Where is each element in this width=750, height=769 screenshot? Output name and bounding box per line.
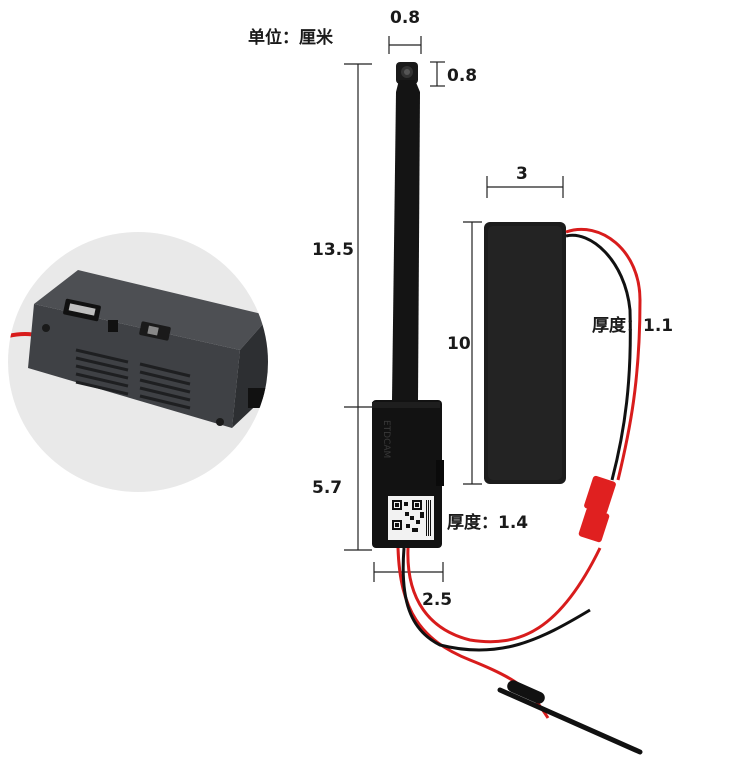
ribbon-cable <box>392 80 420 400</box>
battery-thickness-label: 厚度：1.1 <box>592 316 674 336</box>
battery-length-label: 10 <box>447 334 471 354</box>
module-thickness-label: 厚度：1.4 <box>447 513 529 533</box>
black-wire-module <box>401 547 591 652</box>
module-width-label: 2.5 <box>422 590 453 610</box>
connector-bottom <box>578 507 610 543</box>
antenna <box>497 687 643 755</box>
connector-top <box>584 475 616 515</box>
lens-height-label: 0.8 <box>447 66 478 86</box>
battery-width-label: 3 <box>516 164 528 184</box>
unit-label: 单位：厘米 <box>248 28 333 48</box>
inset-photo-enclosure <box>8 232 268 492</box>
module-length-label: 5.7 <box>312 478 343 498</box>
red-wire-to-connector <box>406 547 602 644</box>
module-print-text: ETDCAM <box>381 420 391 458</box>
dimension-lines <box>344 36 564 582</box>
lens-width-label: 0.8 <box>390 8 421 28</box>
ribbon-length-label: 13.5 <box>312 240 354 260</box>
battery-black-wire <box>565 233 632 481</box>
battery-red-wire <box>565 227 642 481</box>
enclosure-box-illustration <box>8 270 268 428</box>
